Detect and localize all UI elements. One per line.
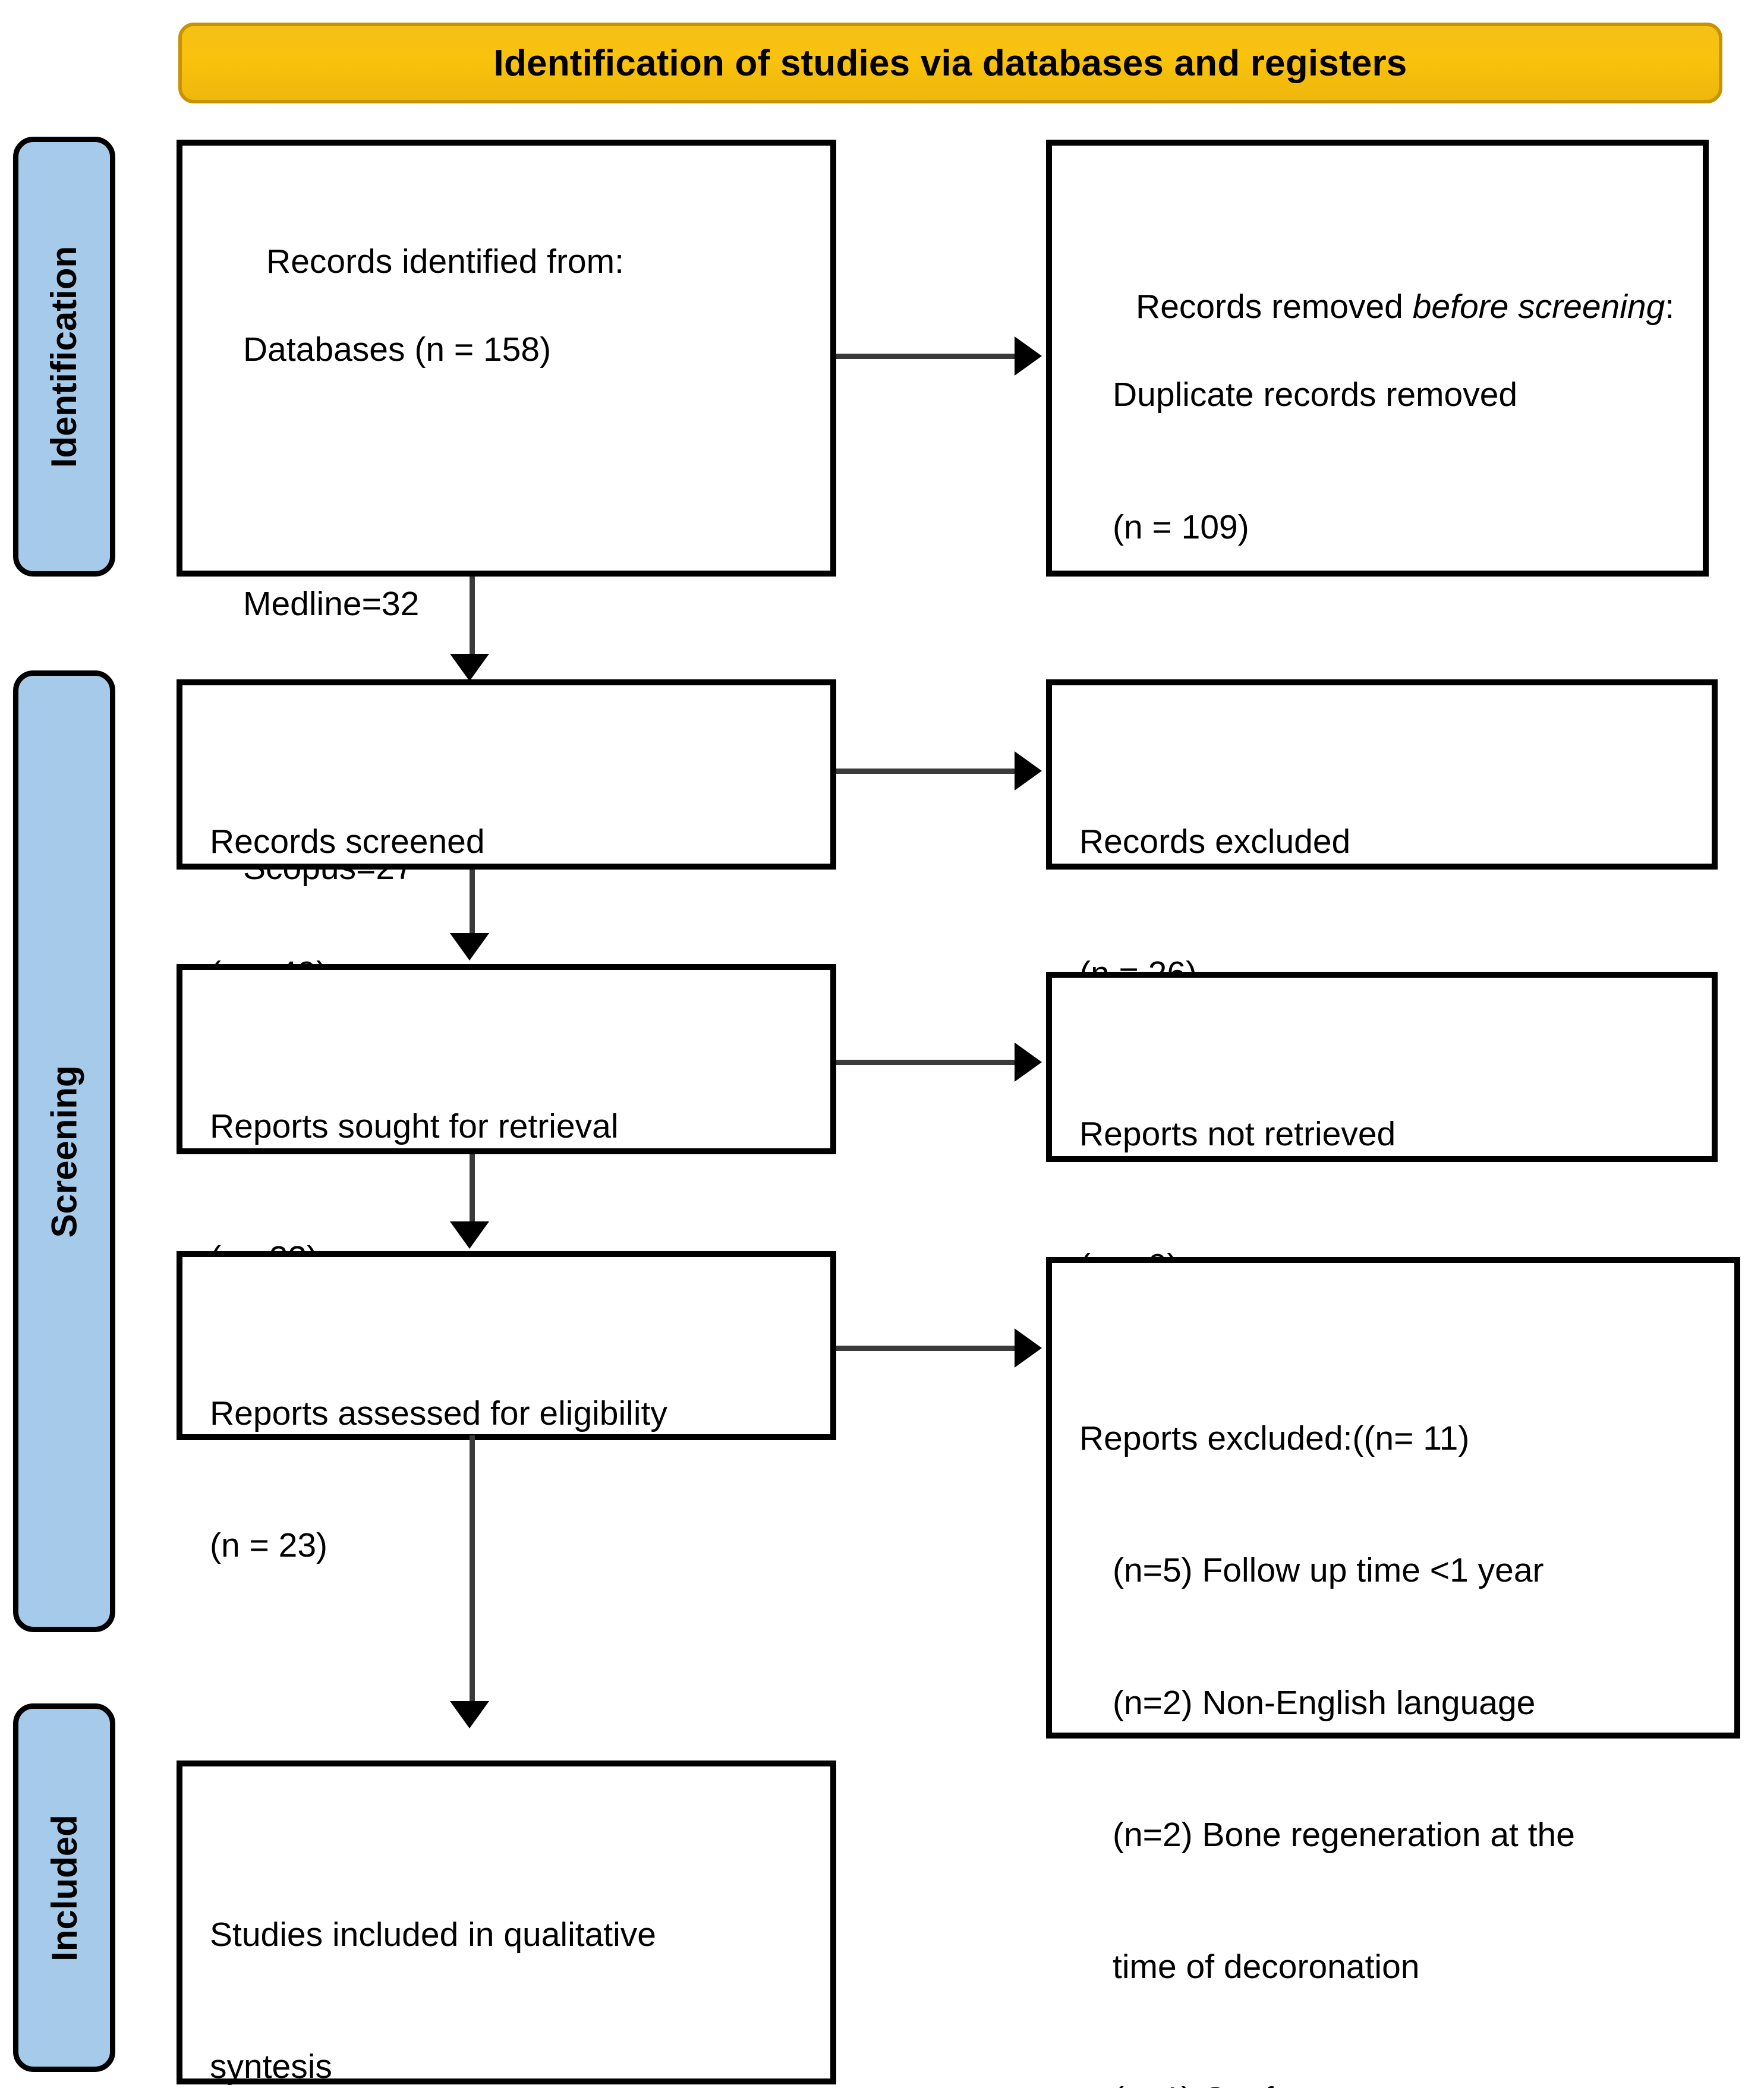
records-removed-colon: : bbox=[1665, 288, 1675, 326]
box-studies-included-text: Studies included in qualitative syntesis… bbox=[210, 1825, 815, 2088]
arrow-screened-to-sought-line bbox=[470, 870, 475, 935]
box-records-removed-before-screening: Records removed before screening: Duplic… bbox=[1046, 140, 1709, 577]
stage-label-included: Included bbox=[13, 1703, 115, 2072]
box-reports-not-retrieved: Reports not retrieved (n = 0) bbox=[1046, 972, 1718, 1285]
diagram-header-banner: Identification of studies via databases … bbox=[178, 23, 1722, 103]
box-studies-included: Studies included in qualitative syntesis… bbox=[177, 1761, 836, 2086]
arrow-sought-to-not-retrieved-line bbox=[836, 1060, 1015, 1065]
box-records-excluded: Records excluded (n = 26) bbox=[1046, 679, 1718, 993]
box-reports-assessed-text: Reports assessed for eligibility (n = 23… bbox=[210, 1303, 815, 1656]
box-records-screened: Records screened (n = 49) bbox=[177, 679, 836, 993]
exclusion-reason-non-english: (n=2) Non-English language bbox=[1113, 1683, 1536, 1722]
arrow-screened-to-sought-head-icon bbox=[450, 933, 489, 960]
box-reports-excluded-text: Reports excluded:((n= 11) (n=5) Follow u… bbox=[1079, 1328, 1719, 2088]
box-reports-assessed-for-eligibility: Reports assessed for eligibility (n = 23… bbox=[177, 1251, 836, 1564]
arrow-identified-to-removed-line bbox=[836, 354, 1015, 359]
stage-label-included-text: Included bbox=[44, 1814, 84, 1961]
records-identified-databases: Databases (n = 158) bbox=[243, 330, 552, 369]
box-records-excluded-text: Records excluded (n = 26) bbox=[1079, 732, 1696, 1084]
reports-not-retrieved-label: Reports not retrieved bbox=[1079, 1115, 1396, 1154]
box-records-identified: Records identified from: Databases (n = … bbox=[177, 140, 836, 1151]
records-removed-emphasis: before screening bbox=[1412, 288, 1665, 326]
records-identified-spacer bbox=[210, 460, 815, 494]
exclusion-reason-follow-up: (n=5) Follow up time <1 year bbox=[1113, 1551, 1544, 1590]
arrow-sought-to-eligibility-head-icon bbox=[450, 1221, 489, 1249]
arrow-identified-to-screened-head-icon bbox=[450, 654, 489, 681]
records-excluded-label: Records excluded bbox=[1079, 823, 1351, 861]
banner-title: Identification of studies via databases … bbox=[493, 42, 1407, 84]
reports-excluded-heading: Reports excluded:((n= 11) bbox=[1079, 1419, 1470, 1458]
studies-included-line-2: syntesis bbox=[210, 2048, 332, 2086]
arrow-eligibility-to-included-head-icon bbox=[450, 1701, 489, 1728]
exclusion-reason-bone-regeneration-cont: time of decoronation bbox=[1113, 1948, 1420, 1986]
exclusion-reason-bone-regeneration: (n=2) Bone regeneration at the bbox=[1113, 1816, 1575, 1854]
box-reports-not-retrieved-text: Reports not retrieved (n = 0) bbox=[1079, 1024, 1696, 1377]
reports-assessed-label: Reports assessed for eligibility bbox=[210, 1394, 667, 1433]
source-count-medline: Medline=32 bbox=[243, 584, 420, 623]
arrow-sought-to-not-retrieved-head-icon bbox=[1015, 1043, 1042, 1082]
box-reports-sought-for-retrieval: Reports sought for retrieval (n =23) bbox=[177, 964, 836, 1277]
arrow-eligibility-to-included-line bbox=[470, 1435, 475, 1703]
duplicate-records-removed-label: Duplicate records removed bbox=[1113, 376, 1518, 414]
records-identified-heading: Records identified from: bbox=[266, 243, 624, 281]
records-screened-label: Records screened bbox=[210, 823, 485, 861]
arrow-eligibility-to-excluded-head-icon bbox=[1015, 1328, 1042, 1368]
stage-label-screening: Screening bbox=[13, 670, 115, 1632]
reports-sought-label: Reports sought for retrieval bbox=[210, 1107, 619, 1146]
arrow-screened-to-excluded-line bbox=[836, 769, 1015, 774]
duplicate-records-removed-count: (n = 109) bbox=[1113, 508, 1249, 546]
arrow-identified-to-screened-line bbox=[470, 577, 475, 657]
stage-label-identification: Identification bbox=[13, 137, 115, 577]
box-records-removed-text: Records removed before screening: Duplic… bbox=[1079, 241, 1687, 637]
arrow-identified-to-removed-head-icon bbox=[1015, 336, 1042, 376]
arrow-sought-to-eligibility-line bbox=[470, 1154, 475, 1223]
reports-assessed-count: (n = 23) bbox=[210, 1526, 328, 1565]
records-removed-lead: Records removed bbox=[1136, 288, 1413, 326]
exclusion-reason-conference-summary: (n=1) Conference summary bbox=[1079, 2077, 1719, 2088]
arrow-screened-to-excluded-head-icon bbox=[1015, 751, 1042, 791]
stage-label-screening-text: Screening bbox=[44, 1065, 84, 1238]
studies-included-line-1: Studies included in qualitative bbox=[210, 1916, 656, 1954]
stage-label-identification-text: Identification bbox=[44, 245, 84, 468]
arrow-eligibility-to-excluded-line bbox=[836, 1346, 1015, 1351]
box-reports-excluded: Reports excluded:((n= 11) (n=5) Follow u… bbox=[1046, 1257, 1740, 2088]
